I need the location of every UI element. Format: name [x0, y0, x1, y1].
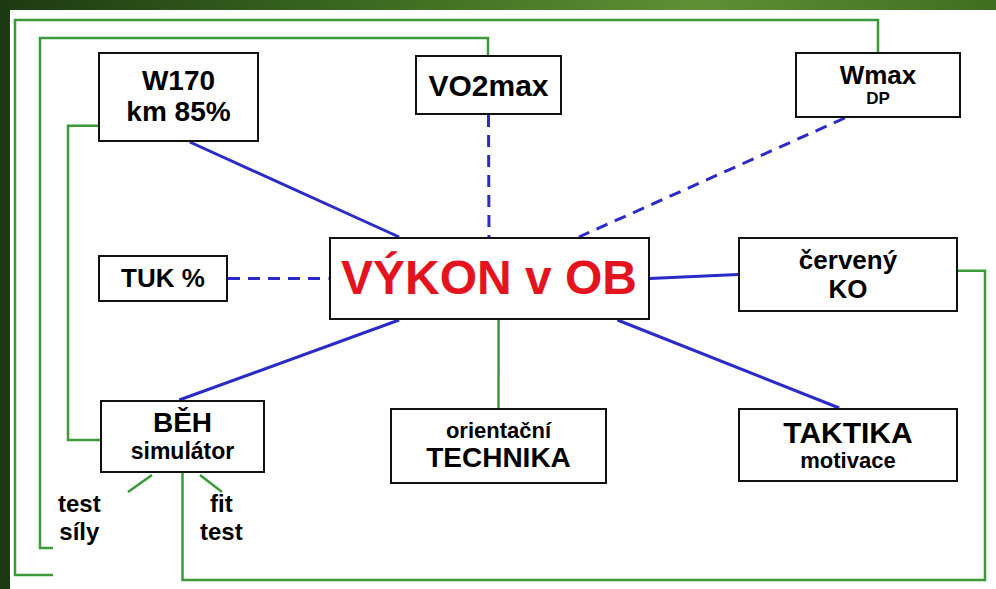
factor-box: BĚHsimulátor — [100, 400, 265, 473]
box-content: W170km 85% — [126, 66, 230, 128]
connector-line — [179, 320, 399, 400]
box-content: orientačníTECHNIKA — [426, 419, 571, 474]
box-text: W170 — [142, 66, 215, 97]
box-text: BĚH — [153, 408, 212, 439]
box-text: DP — [866, 90, 890, 109]
connector-line — [617, 320, 839, 408]
factor-box: TAKTIKAmotivace — [738, 408, 958, 482]
box-text: TUK % — [121, 264, 205, 293]
box-text: motivace — [800, 449, 895, 473]
box-content: BĚHsimulátor — [131, 408, 235, 464]
factor-box: orientačníTECHNIKA — [390, 408, 607, 484]
connector-line — [487, 115, 491, 237]
box-text: TAKTIKA — [783, 416, 912, 449]
box-text: simulátor — [131, 439, 235, 464]
green-leader — [128, 475, 152, 492]
box-text: km 85% — [126, 97, 230, 128]
box-text: orientační — [446, 419, 551, 443]
test-label: test síly — [58, 490, 101, 545]
connector-line — [190, 142, 399, 237]
factor-box: červenýKO — [738, 237, 958, 312]
box-content: červenýKO — [799, 246, 897, 303]
box-content: TUK % — [121, 264, 205, 293]
factor-box: TUK % — [98, 255, 228, 302]
connector-line — [497, 320, 500, 408]
box-content: VO2max — [428, 69, 548, 102]
box-text: červený — [799, 246, 897, 275]
box-text: VÝKON v OB — [341, 252, 637, 305]
box-text: VO2max — [428, 69, 548, 102]
factor-box: W170km 85% — [98, 52, 259, 142]
box-content: TAKTIKAmotivace — [783, 416, 912, 473]
connector-line — [579, 118, 845, 237]
connector-line — [650, 275, 739, 279]
box-content: VÝKON v OB — [341, 252, 637, 305]
connector-line — [68, 126, 100, 440]
factor-box: VO2max — [415, 55, 562, 115]
central-box: VÝKON v OB — [329, 237, 650, 320]
green-leader — [200, 475, 222, 492]
factor-box: WmaxDP — [795, 52, 961, 118]
connector-line — [228, 277, 329, 280]
box-text: KO — [829, 275, 868, 304]
top-band — [0, 0, 996, 10]
box-text: Wmax — [840, 61, 917, 90]
test-label: fit test — [200, 490, 243, 545]
box-text: TECHNIKA — [426, 443, 571, 474]
box-content: WmaxDP — [840, 61, 917, 108]
